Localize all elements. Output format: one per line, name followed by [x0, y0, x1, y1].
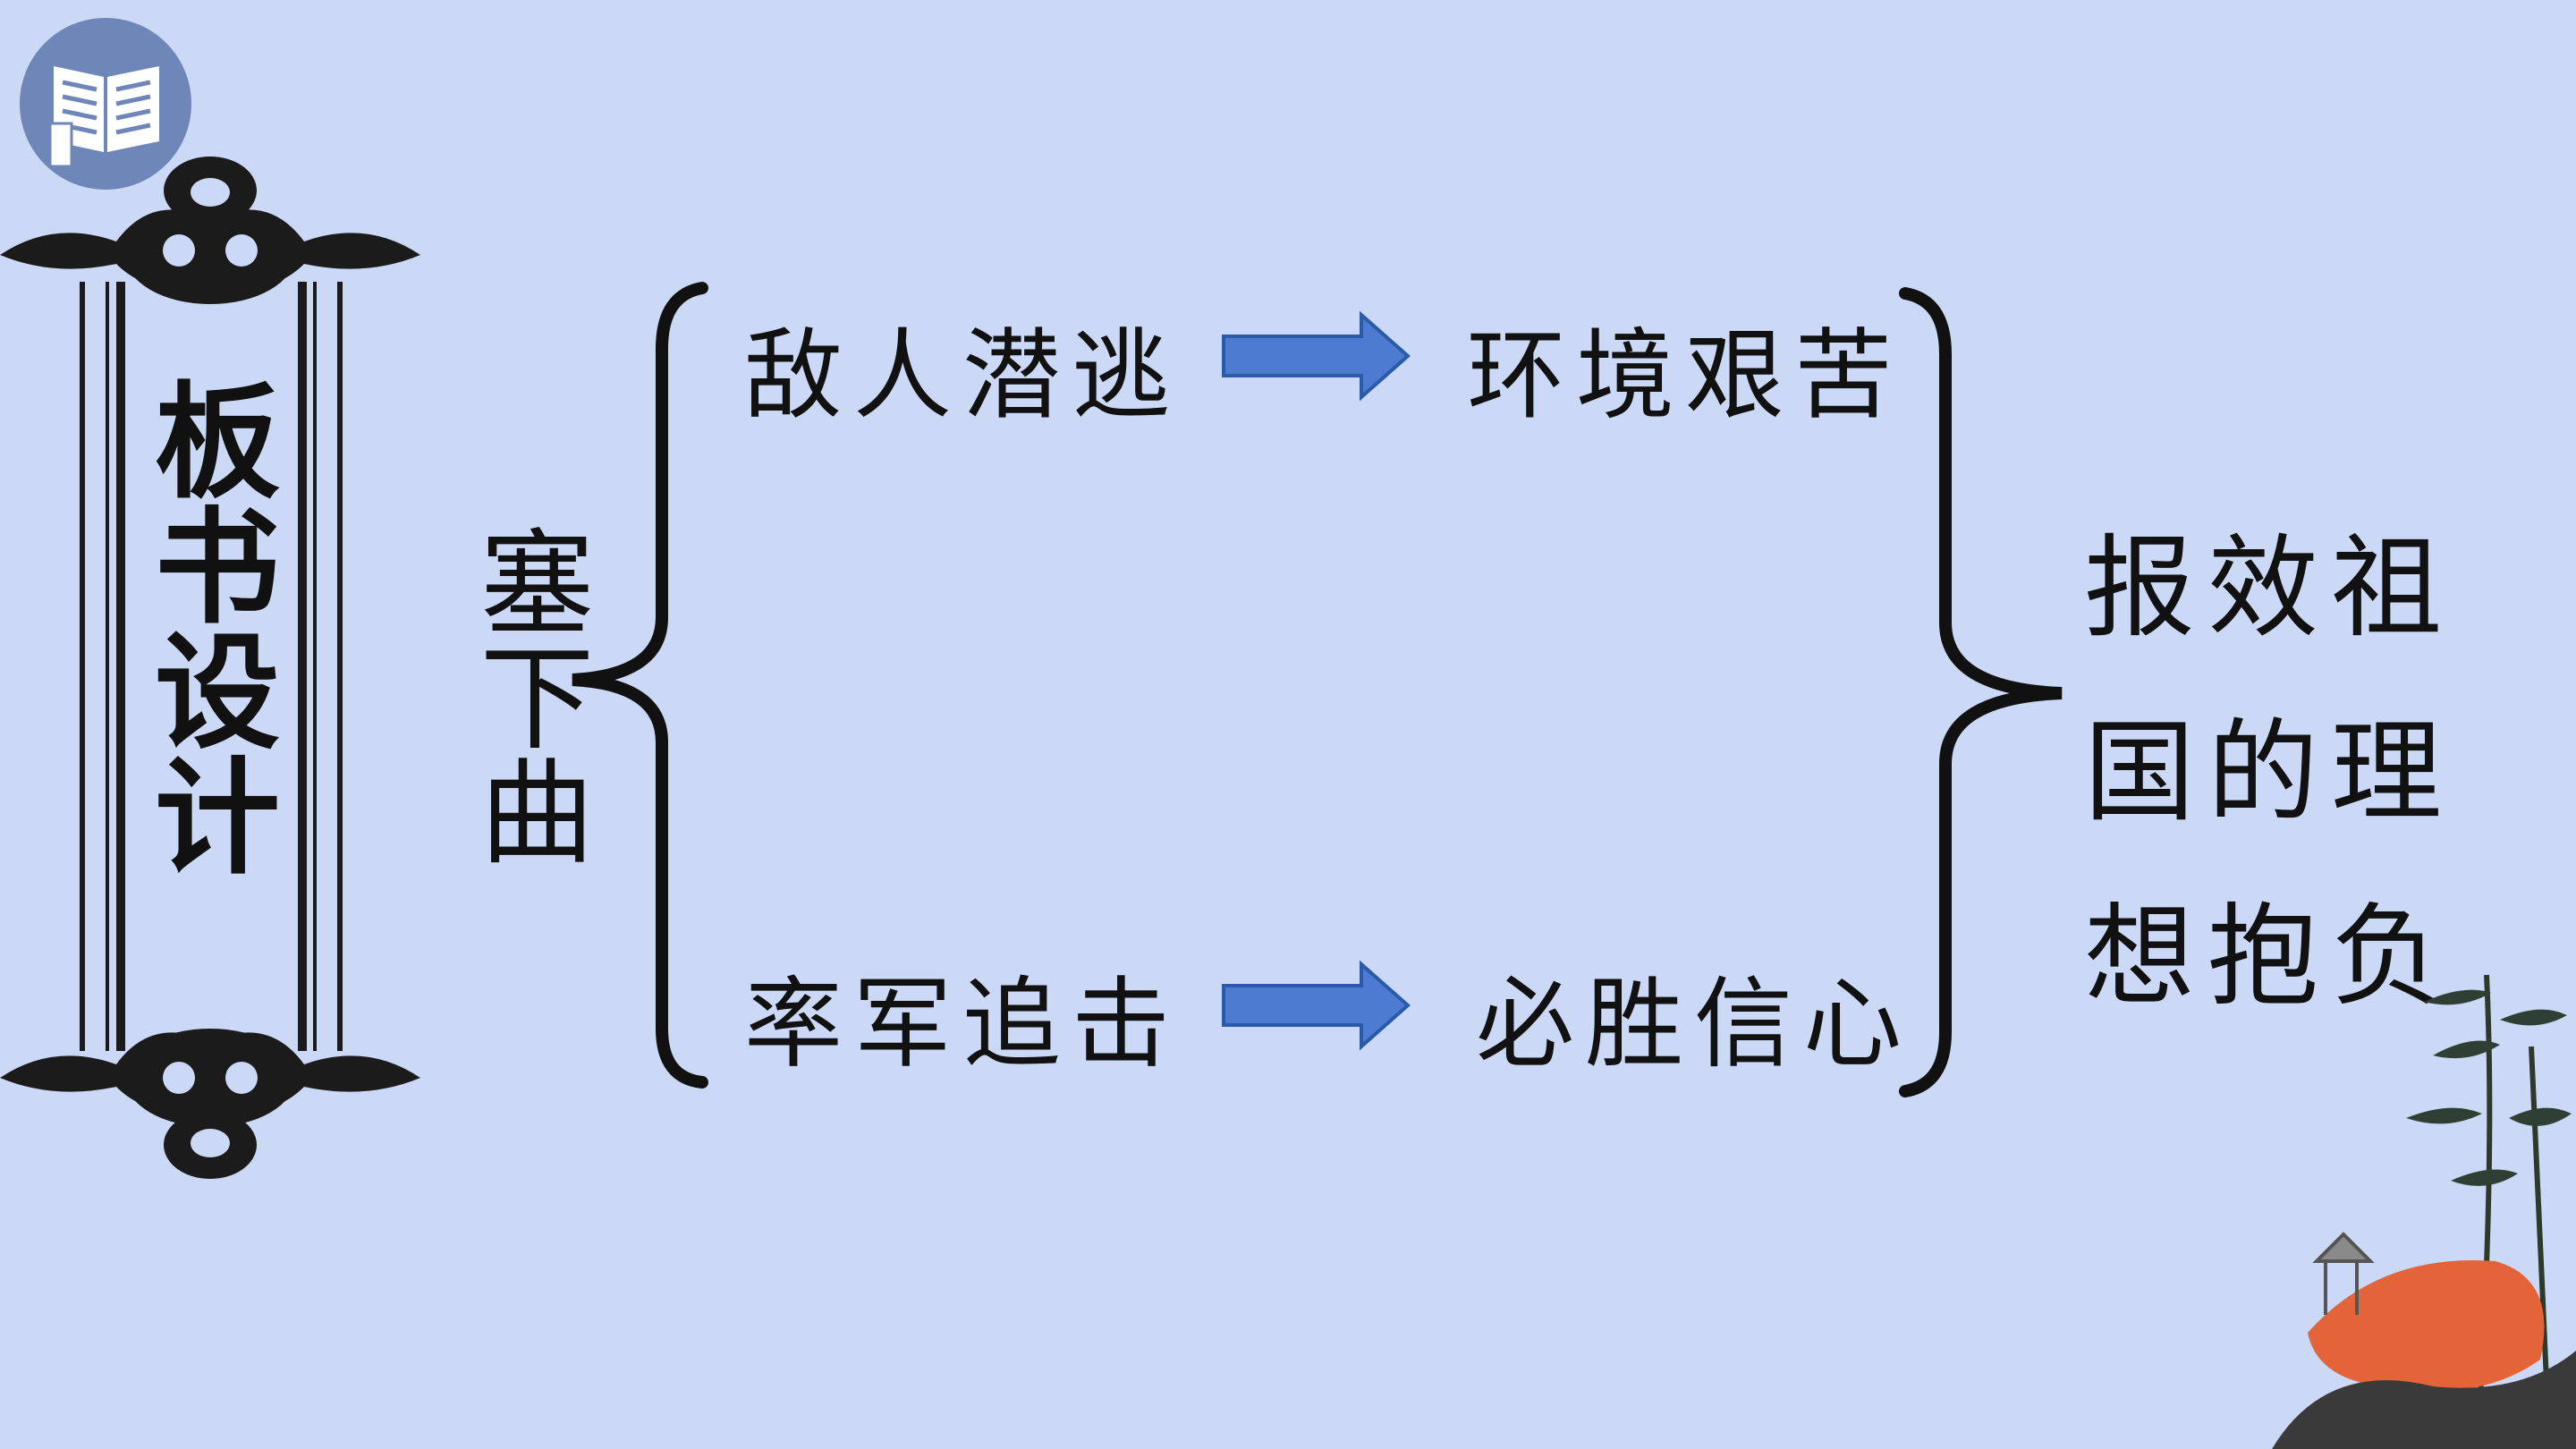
arrow-right-icon — [1222, 960, 1411, 1051]
result-block: 报效祖 国的理 想抱负 — [2084, 496, 2496, 1049]
scroll-panel — [0, 157, 438, 1194]
arrow-right-icon — [1222, 310, 1411, 402]
bottom-effect: 必胜信心 — [1476, 967, 1912, 1081]
book-badge — [20, 18, 191, 190]
right-brace — [1899, 287, 2063, 1097]
result-line: 报效祖 — [2084, 524, 2455, 653]
scroll-frame-icon — [0, 157, 420, 1179]
top-effect: 环境艰苦 — [1467, 318, 1903, 433]
top-cause: 敌人潜逃 — [744, 318, 1181, 433]
bottom-cause: 率军追击 — [744, 967, 1181, 1081]
scroll-title: 板书设计 — [133, 376, 280, 877]
open-book-icon — [23, 21, 188, 186]
result-line: 想抱负 — [2084, 893, 2455, 1021]
poem-title: 塞下曲 — [460, 523, 593, 867]
left-brace — [572, 282, 708, 1089]
result-line: 国的理 — [2084, 708, 2455, 837]
bamboo-pavilion-icon — [2272, 974, 2576, 1449]
